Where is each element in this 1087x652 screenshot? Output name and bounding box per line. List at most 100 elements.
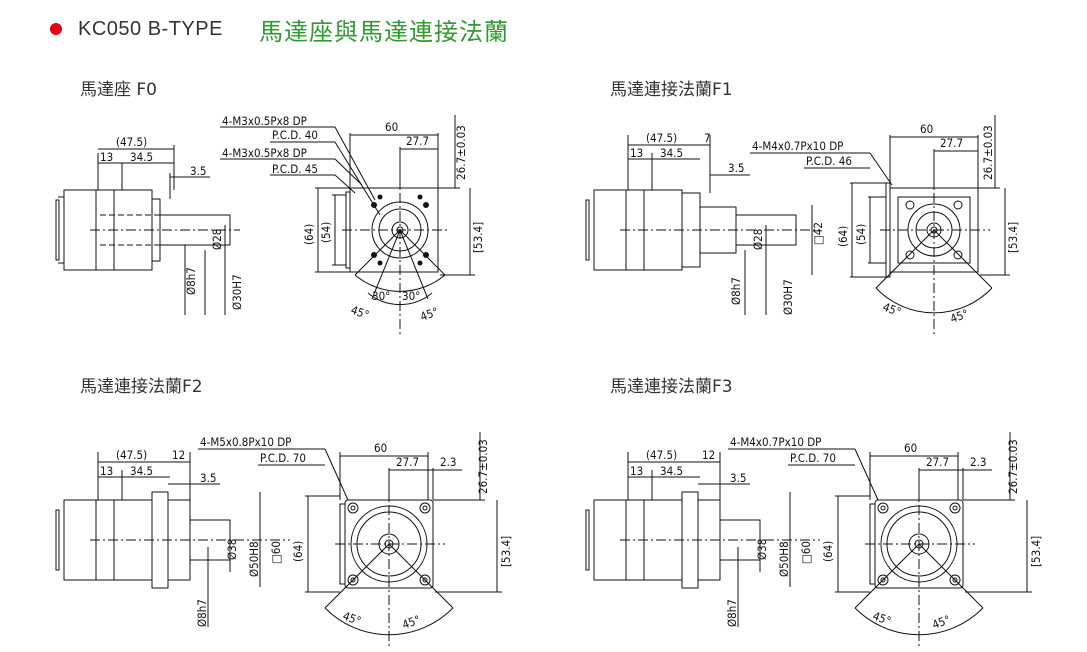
drawing-f0: (47.5) 13 34.5 3.5 Ø28 Ø8h7 Ø30H7 4-M3x0… [55,114,485,335]
dim-total: (47.5) [646,131,677,145]
dim-d50: Ø50H8 [777,541,791,577]
dim-277: 27.7 [926,455,949,469]
panel-label: 馬達座 F0 [80,80,157,100]
dim-60: 60 [904,441,917,455]
page-title: 馬達座與馬達連接法蘭 [258,17,509,46]
panel-label: 馬達連接法蘭F1 [610,80,733,100]
side-view [55,452,290,627]
dim-d8: Ø8h7 [729,277,743,305]
dim-13: 13 [100,150,113,164]
panel-f0: 馬達座 F0 (47.5) 13 34.5 3.5 Ø28 Ø8h7 [50,75,570,335]
dim-13: 13 [630,464,643,478]
front-view [305,432,502,647]
callout-4: P.C.D. 45 [272,162,318,176]
dim-d30: Ø30H7 [781,279,795,315]
dim-277: 27.7 [396,455,419,469]
dim-23: 2.3 [970,455,986,469]
dim-tol: 26.7±0.03 [981,125,995,180]
front-view [850,115,1010,335]
dim-345: 34.5 [660,464,683,478]
dim-total: (47.5) [116,448,147,462]
dim-35: 3.5 [190,164,206,178]
front-view [835,432,1032,647]
callout-2: P.C.D. 70 [260,451,306,465]
drawing-f3: (47.5) 12 13 34.5 3.5 Ø38 Ø8h7 Ø50H8 □60… [585,432,1043,647]
drawing-f1: (47.5) 7 13 34.5 3.5 Ø28 Ø8h7 Ø30H7 □42 … [585,115,1020,335]
dim-345: 34.5 [130,464,153,478]
dim-tol: 26.7±0.03 [476,439,490,494]
dim-ang1: 30° [372,289,390,303]
dim-54: (54) [854,224,868,245]
dim-total: (47.5) [646,448,677,462]
dim-sq60: □60 [799,541,813,564]
panel-f2: 馬達連接法蘭F2 (47.5) 12 13 34.5 3.5 Ø38 Ø8h7 … [50,372,570,647]
dim-277: 27.7 [940,136,963,150]
dim-ang3: 45° [341,609,363,628]
dim-23: 2.3 [440,455,456,469]
drawing-f2: (47.5) 12 13 34.5 3.5 Ø38 Ø8h7 Ø50H8 □60… [55,432,513,647]
model-code: KC050 B-TYPE [78,17,223,40]
dim-ang2: 30° [402,289,420,303]
dim-277: 27.7 [406,134,429,148]
dim-sq60: □60 [269,541,283,564]
dim-64: (64) [291,541,305,562]
dim-ang4: 45° [400,612,422,631]
dim-64: (64) [821,541,835,562]
dim-534: [53.4] [1029,536,1043,567]
dim-d50: Ø50H8 [247,541,261,577]
dim-sq42: □42 [811,222,825,245]
bullet-icon [50,23,62,35]
dim-534: [53.4] [471,222,485,253]
callout-1: 4-M5x0.8Px10 DP [200,435,291,449]
callout-1: 4-M4x0.7Px10 DP [730,435,821,449]
dim-345: 34.5 [130,150,153,164]
side-view [55,145,240,315]
dim-35: 3.5 [728,161,744,175]
front-view [315,115,475,335]
callout-1: 4-M4x0.7Px10 DP [752,139,843,153]
dim-12: 12 [172,448,185,462]
dim-d38: Ø38 [225,539,239,560]
dim-ang4: 45° [930,612,952,631]
dim-ang3: 45° [871,609,893,628]
dim-d8: Ø8h7 [195,599,209,627]
dim-60: 60 [920,122,933,136]
panel-label: 馬達連接法蘭F2 [80,377,203,397]
panel-label: 馬達連接法蘭F3 [610,377,733,397]
dim-13: 13 [630,146,643,160]
dim-35: 3.5 [200,471,216,485]
callout-1: 4-M3x0.5Px8 DP [222,114,307,128]
dim-ang3: 45° [881,300,903,319]
dim-d28: Ø28 [751,229,765,250]
dim-total: (47.5) [116,135,147,149]
dim-12: 12 [702,448,715,462]
panel-f1: 馬達連接法蘭F1 (47.5) 7 13 34.5 3.5 Ø28 Ø8h7 Ø… [580,75,1087,335]
side-view [585,452,820,627]
dim-7: 7 [704,131,711,145]
dim-345: 34.5 [660,146,683,160]
dim-d8: Ø8h7 [725,599,739,627]
dim-d38: Ø38 [755,539,769,560]
dim-35: 3.5 [730,471,746,485]
dim-64: (64) [836,226,850,247]
dim-534: [53.4] [499,536,513,567]
dim-54: (54) [319,222,333,243]
dim-d30: Ø30H7 [230,274,244,310]
panel-f3: 馬達連接法蘭F3 (47.5) 12 13 34.5 3.5 Ø38 Ø8h7 … [580,372,1087,647]
dim-13: 13 [100,464,113,478]
dim-60: 60 [374,441,387,455]
dim-534: [53.4] [1006,222,1020,253]
dim-tol: 26.7±0.03 [454,125,468,180]
callout-2: P.C.D. 46 [806,154,852,168]
page-header: KC050 B-TYPE 馬達座與馬達連接法蘭 [50,12,509,46]
dim-d28: Ø28 [210,229,224,250]
dim-ang3: 45° [349,303,371,322]
dim-ang4: 45° [418,304,440,323]
callout-2: P.C.D. 70 [790,451,836,465]
dim-tol: 26.7±0.03 [1006,439,1020,494]
dim-ang4: 45° [948,306,970,325]
dim-60: 60 [385,120,398,134]
callout-3: 4-M3x0.5Px8 DP [222,146,307,160]
dim-d8: Ø8h7 [184,267,198,295]
callout-2: P.C.D. 40 [272,128,318,142]
